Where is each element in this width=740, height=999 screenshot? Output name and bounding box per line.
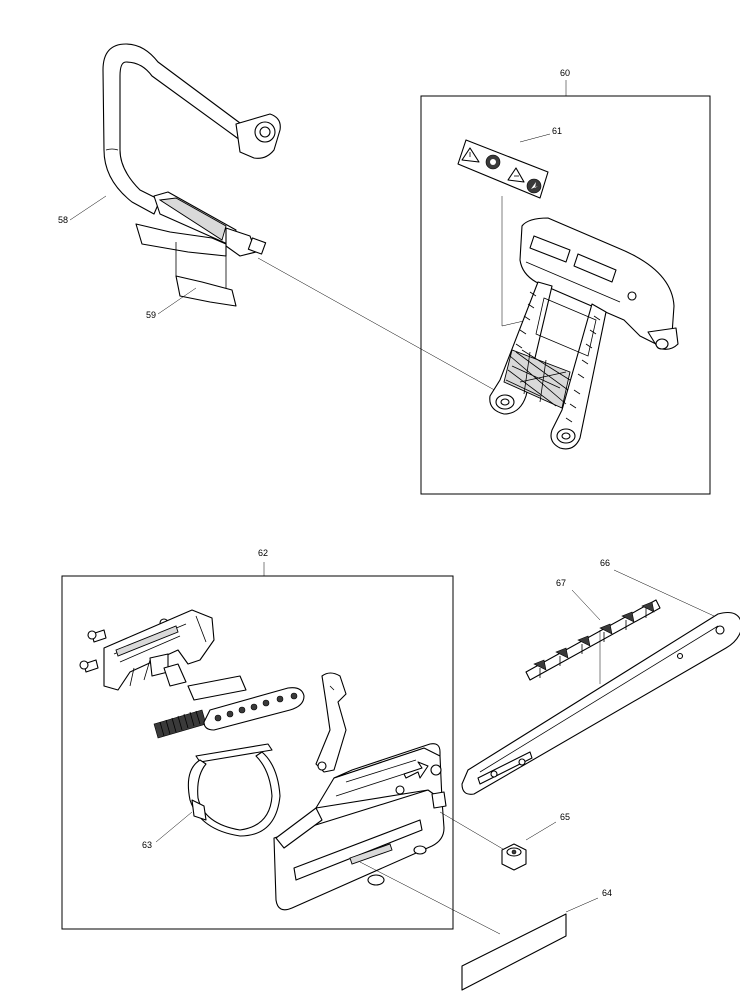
front-handle[interactable] — [102, 43, 281, 257]
brake-band[interactable] — [187, 743, 281, 837]
sprocket-cover-frame — [61, 575, 454, 930]
warning-triangle-icon — [461, 147, 480, 163]
bar-nut[interactable] — [501, 843, 527, 871]
sprocket-cover[interactable] — [273, 743, 447, 911]
brake-lever[interactable] — [315, 672, 347, 773]
chain-link-assembly[interactable] — [203, 687, 305, 731]
callout-65: 65 — [560, 812, 570, 822]
callout-58: 58 — [58, 215, 68, 225]
guide-bar[interactable] — [461, 611, 740, 795]
brake-plate[interactable] — [187, 675, 247, 701]
read-manual-icon — [485, 154, 501, 170]
no-fire-icon — [526, 178, 542, 194]
callout-67: 67 — [556, 578, 566, 588]
callout-61: 61 — [552, 126, 562, 136]
callout-64: 64 — [602, 888, 612, 898]
brake-mechanism[interactable] — [103, 609, 215, 691]
brake-spring[interactable] — [153, 709, 207, 739]
handle-insulator-strip[interactable] — [135, 223, 237, 307]
callout-59: 59 — [146, 310, 156, 320]
saw-chain[interactable] — [525, 599, 661, 681]
hand-guard[interactable] — [489, 217, 679, 450]
callout-60: 60 — [560, 68, 570, 78]
cover-label[interactable] — [461, 913, 567, 991]
warning-label[interactable] — [457, 139, 549, 199]
callout-62: 62 — [258, 548, 268, 558]
hearing-protection-icon — [507, 167, 525, 183]
hand-guard-frame — [420, 95, 711, 495]
callout-66: 66 — [600, 558, 610, 568]
callout-63: 63 — [142, 840, 152, 850]
